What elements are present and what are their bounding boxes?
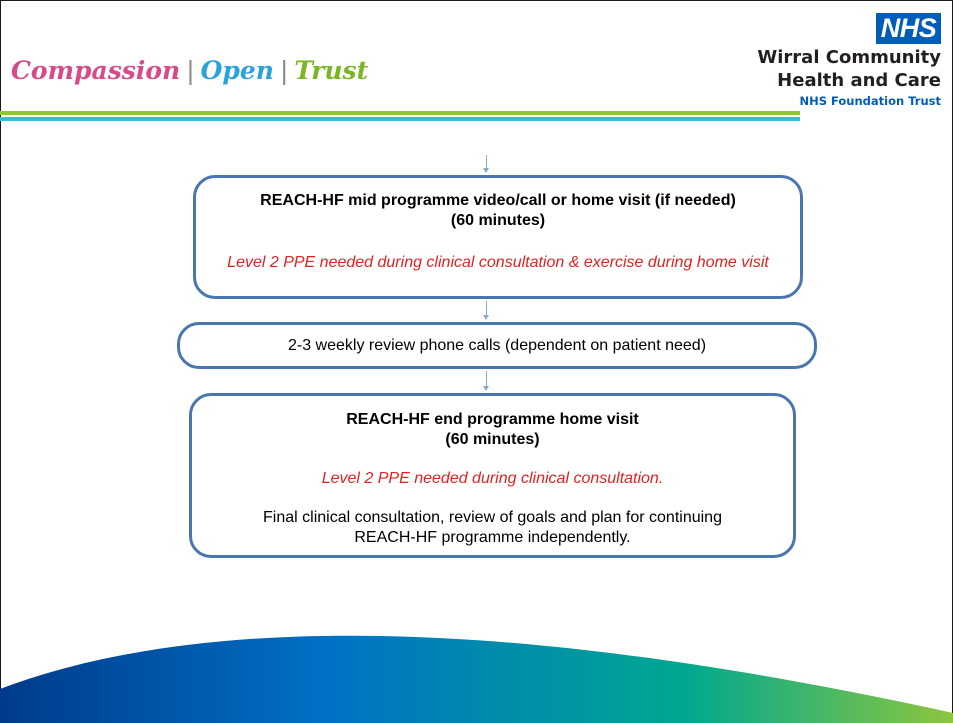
connector-top (486, 155, 487, 168)
value-open: Open (200, 56, 274, 85)
separator: | (186, 56, 195, 85)
box-ppe-note: Level 2 PPE needed during clinical consu… (321, 470, 664, 487)
box-duration: (60 minutes) (445, 431, 540, 448)
box-body: Final clinical consultation, review of g… (263, 509, 722, 546)
box-title: REACH-HF end programme home visit (346, 411, 639, 428)
header-rule-green (0, 111, 800, 115)
box-duration: (60 minutes) (450, 212, 546, 229)
separator: | (279, 56, 289, 85)
arrow-down-icon (483, 386, 489, 391)
box-text: 2-3 weekly review phone calls (dependent… (287, 337, 707, 354)
header-rule-blue (0, 117, 800, 121)
arrow-down-icon (483, 315, 489, 320)
values-strapline: Compassion|Open|Trust (11, 56, 368, 85)
connector-2-3 (486, 371, 487, 386)
review-calls-box: 2-3 weekly review phone calls (dependent… (177, 322, 817, 369)
box-ppe-note: Level 2 PPE needed during clinical consu… (227, 254, 769, 271)
org-name-line-2: Health and Care (777, 70, 941, 91)
footer-wave (0, 635, 953, 723)
connector-1-2 (486, 301, 487, 315)
box-title: REACH-HF mid programme video/call or hom… (260, 192, 736, 209)
value-compassion: Compassion (11, 56, 181, 85)
org-name-line-3: NHS Foundation Trust (799, 94, 941, 108)
mid-programme-box: REACH-HF mid programme video/call or hom… (193, 175, 803, 299)
arrow-down-icon (483, 168, 489, 173)
nhs-logo-badge: NHS (876, 13, 941, 44)
value-trust: Trust (294, 56, 369, 85)
end-programme-box: REACH-HF end programme home visit (60 mi… (189, 393, 796, 558)
org-name-line-1: Wirral Community (757, 47, 941, 68)
